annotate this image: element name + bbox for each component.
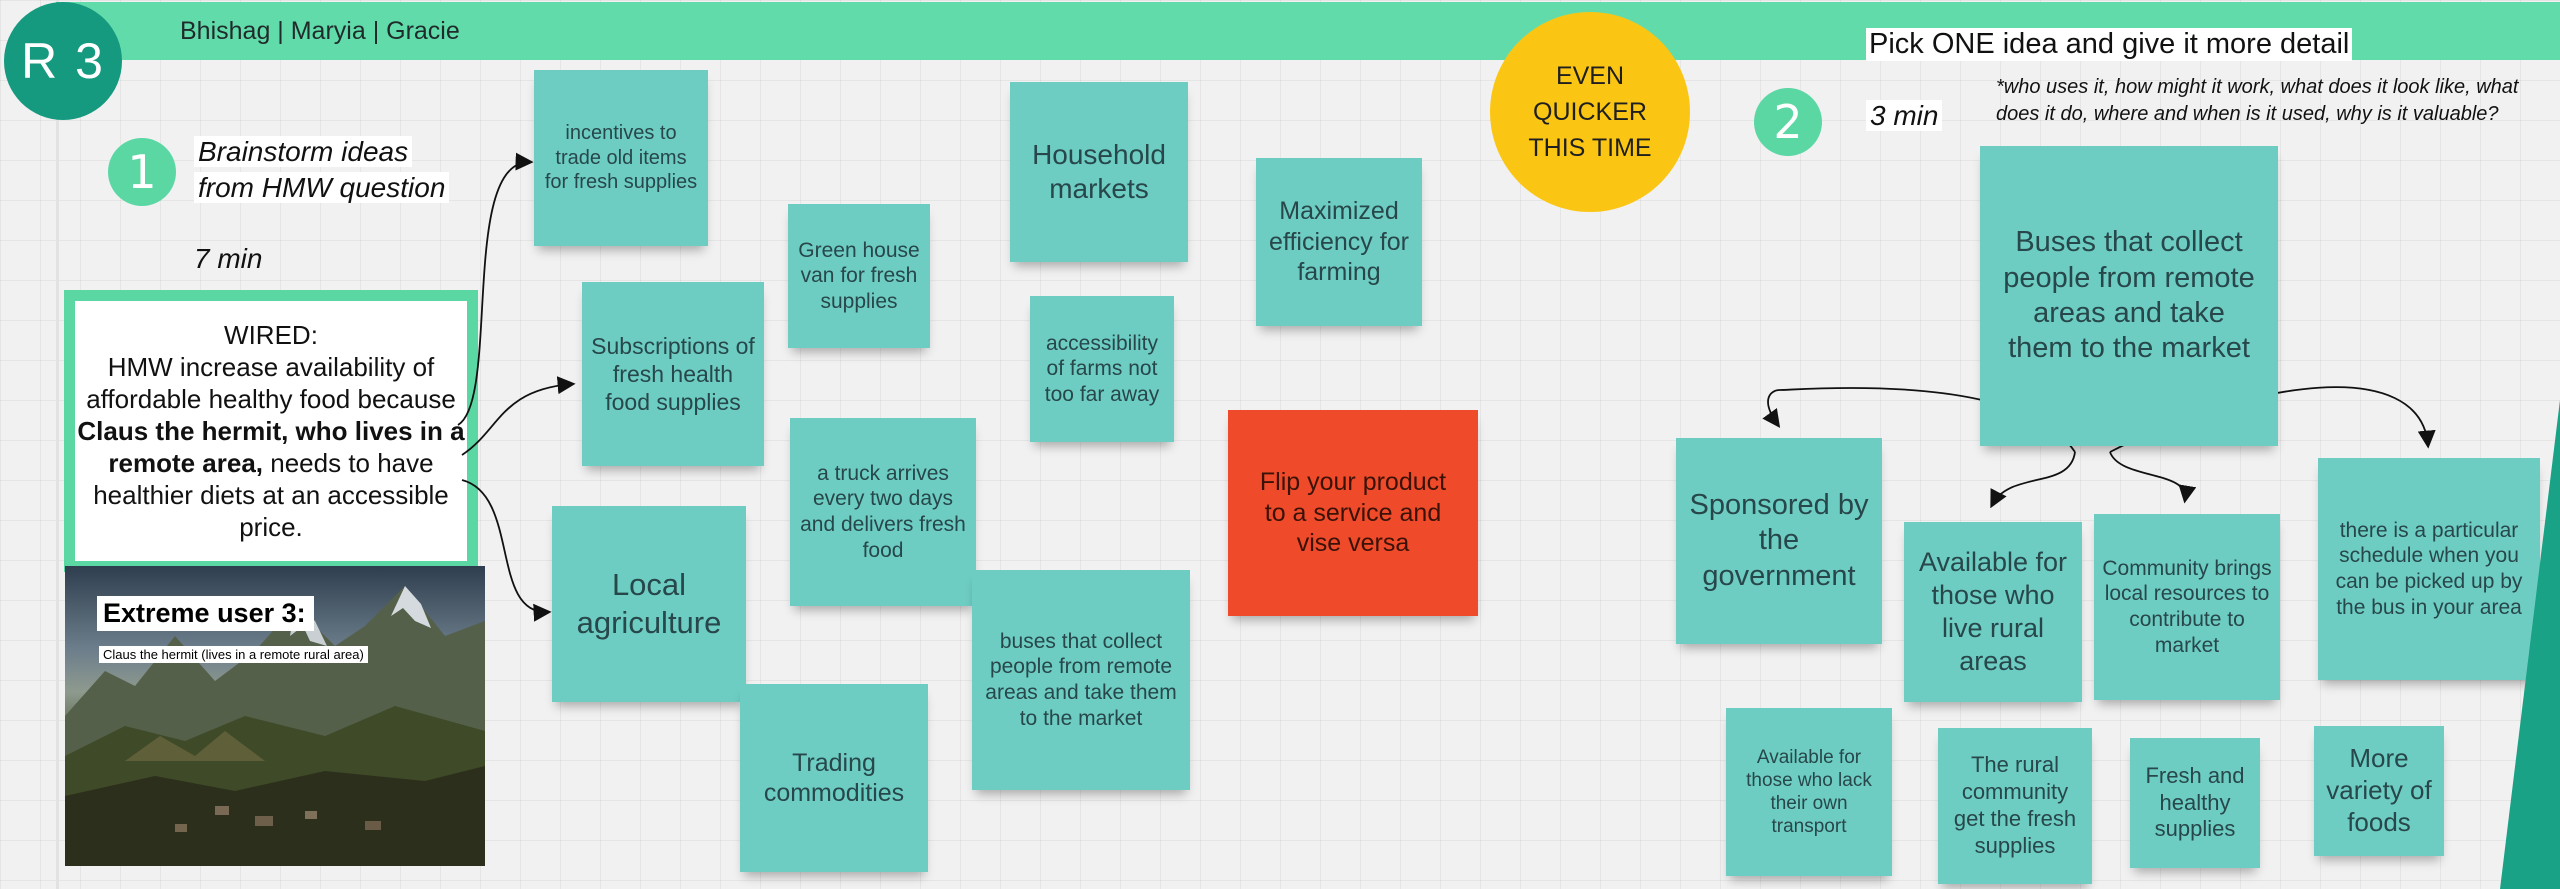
detail-note-available-rural[interactable]: Available for those who live rural areas	[1904, 522, 2082, 702]
hmw-text-b: needs to have healthier diets at an acce…	[93, 448, 449, 542]
step-1-time[interactable]: 7 min	[194, 243, 263, 274]
arrow-to-subscriptions	[461, 376, 576, 456]
speed-badge-line-2: QUICKER	[1533, 98, 1647, 126]
detail-note-sponsored[interactable]: Sponsored by the government	[1676, 438, 1882, 644]
sticky-note-household-markets[interactable]: Household markets	[1010, 82, 1188, 262]
detail-note-community-resources[interactable]: Community brings local resources to cont…	[2094, 514, 2280, 700]
detail-note-rural-community[interactable]: The rural community get the fresh suppli…	[1938, 728, 2092, 884]
step-2-time[interactable]: 3 min	[1866, 100, 1943, 132]
sticky-note-incentives[interactable]: incentives to trade old items for fresh …	[534, 70, 708, 246]
sticky-note-trading-commodities[interactable]: Trading commodities	[740, 684, 928, 872]
step-2-title[interactable]: Pick ONE idea and give it more detail	[1866, 28, 2353, 61]
arrow-to-local-agriculture	[461, 479, 552, 622]
speed-badge-line-1: EVEN	[1555, 62, 1625, 90]
arrow-to-incentives	[457, 152, 534, 426]
extreme-user-photo[interactable]: Extreme user 3: Claus the hermit (lives …	[65, 566, 485, 866]
prompt-card-flip-product[interactable]: Flip your product to a service and vise …	[1228, 410, 1478, 616]
chosen-idea-note[interactable]: Buses that collect people from remote ar…	[1980, 146, 2278, 446]
detail-note-fresh-healthy[interactable]: Fresh and healthy supplies	[2130, 738, 2260, 868]
detail-note-schedule[interactable]: there is a particular schedule when you …	[2318, 458, 2540, 680]
sticky-note-subscriptions[interactable]: Subscriptions of fresh health food suppl…	[582, 282, 764, 466]
team-names: Bhishag | Maryia | Gracie	[180, 17, 460, 45]
sticky-note-buses[interactable]: buses that collect people from remote ar…	[972, 570, 1190, 790]
step-1-badge[interactable]: 1	[108, 138, 176, 206]
sticky-note-green-house-van[interactable]: Green house van for fresh supplies	[788, 204, 930, 348]
green-edge-shape	[2500, 400, 2560, 889]
room-badge[interactable]: R 3	[4, 2, 122, 120]
detail-note-more-variety[interactable]: More variety of foods	[2314, 726, 2444, 856]
hmw-question-card[interactable]: WIRED: HMW increase availability of affo…	[64, 290, 478, 572]
detail-note-lack-transport[interactable]: Available for those who lack their own t…	[1726, 708, 1892, 876]
step-2-questions[interactable]: *who uses it, how might it work, what do…	[1996, 76, 2519, 125]
sticky-note-truck-delivery[interactable]: a truck arrives every two days and deliv…	[790, 418, 976, 606]
speed-badge-line-3: THIS TIME	[1528, 134, 1652, 162]
arrow-to-available-rural	[1990, 451, 2076, 509]
hmw-persona: Claus the hermit, who lives in a remote …	[77, 416, 465, 478]
step-2-badge[interactable]: 2	[1754, 88, 1822, 156]
board-left-edge	[56, 0, 59, 889]
speed-badge[interactable]: EVEN QUICKER THIS TIME	[1490, 12, 1690, 212]
extreme-user-title: Extreme user 3:	[97, 596, 314, 631]
extreme-user-caption: Claus the hermit (lives in a remote rura…	[99, 646, 368, 663]
step-1-title-line-2[interactable]: from HMW question	[194, 172, 450, 204]
hmw-text-a: HMW increase availability of affordable …	[86, 352, 456, 414]
sticky-note-farm-accessibility[interactable]: accessibility of farms not too far away	[1030, 296, 1174, 442]
hmw-heading: WIRED:	[224, 320, 318, 350]
arrow-to-community	[2109, 451, 2197, 504]
sticky-note-maximized-efficiency[interactable]: Maximized efficiency for farming	[1256, 158, 1422, 326]
step-1-title-line-1[interactable]: Brainstorm ideas	[194, 136, 413, 168]
sticky-note-local-agriculture[interactable]: Local agriculture	[552, 506, 746, 702]
